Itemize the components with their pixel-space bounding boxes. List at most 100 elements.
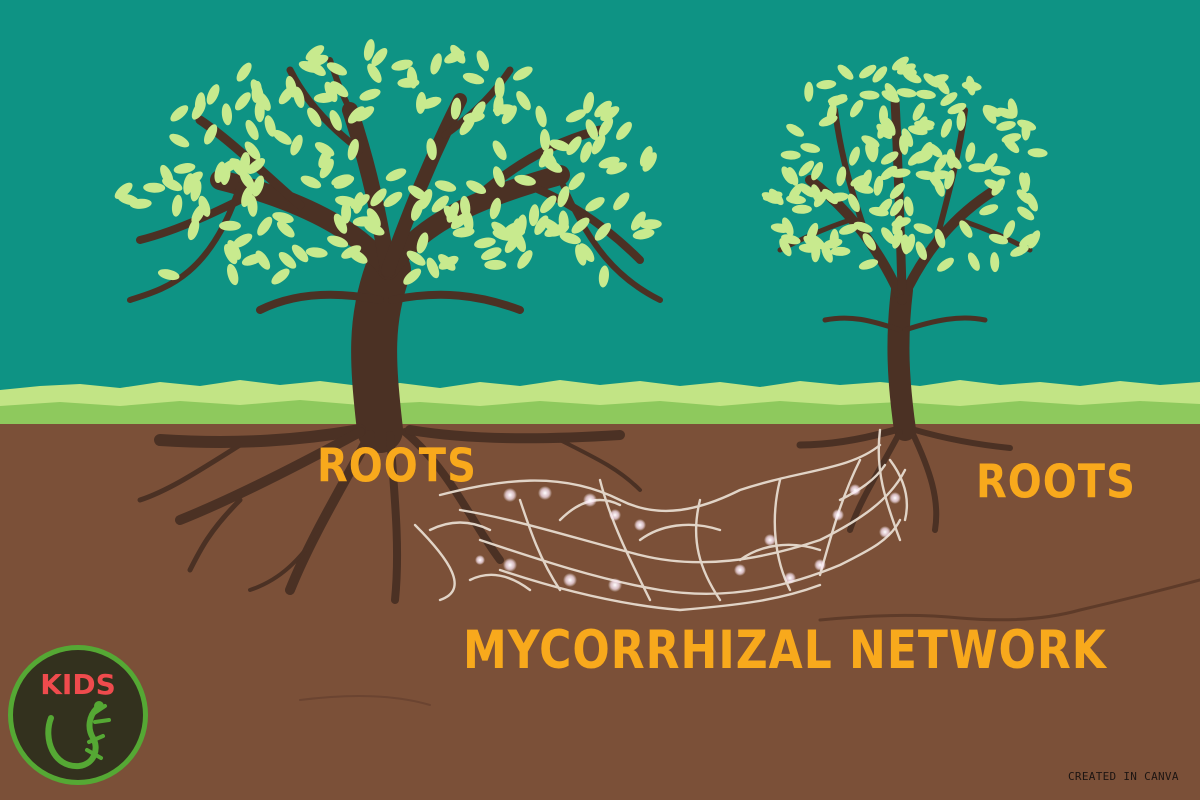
leaf bbox=[191, 99, 206, 120]
leaf bbox=[896, 63, 916, 75]
leaf bbox=[903, 196, 914, 217]
leaf bbox=[426, 138, 437, 161]
leaf bbox=[804, 81, 814, 102]
leaf bbox=[114, 182, 133, 199]
leaf bbox=[946, 153, 962, 170]
leaf bbox=[278, 251, 297, 269]
leaf bbox=[1027, 148, 1048, 158]
leaf bbox=[947, 102, 967, 115]
leaf bbox=[535, 105, 547, 128]
leaf bbox=[915, 89, 936, 100]
leaf bbox=[444, 50, 465, 64]
soil-crack-2 bbox=[299, 695, 431, 706]
leaf bbox=[892, 229, 903, 249]
leaf bbox=[347, 106, 365, 124]
leaf bbox=[837, 64, 854, 80]
leaf bbox=[899, 134, 909, 155]
leaf bbox=[466, 180, 487, 194]
leaf bbox=[583, 91, 595, 114]
leaf bbox=[348, 249, 368, 264]
leaf bbox=[367, 63, 382, 83]
big-tree-leaves bbox=[114, 39, 662, 288]
leaf bbox=[891, 56, 909, 71]
leaf bbox=[307, 107, 322, 127]
leaf bbox=[363, 39, 375, 61]
leaf bbox=[858, 259, 879, 270]
leaf bbox=[571, 217, 590, 234]
leaf bbox=[1010, 245, 1029, 257]
leaf bbox=[492, 229, 514, 241]
leaf bbox=[915, 170, 936, 180]
leaf bbox=[600, 106, 620, 122]
leaf bbox=[542, 158, 563, 173]
leaf bbox=[426, 257, 440, 279]
leaf bbox=[869, 142, 879, 163]
leaf bbox=[410, 199, 424, 221]
leaf bbox=[956, 110, 966, 131]
leaf bbox=[996, 107, 1016, 119]
leaf bbox=[484, 259, 507, 270]
leaf bbox=[639, 146, 653, 167]
leaf bbox=[516, 90, 531, 111]
leaf bbox=[540, 195, 557, 214]
leaf bbox=[811, 242, 821, 263]
leaf bbox=[291, 244, 309, 263]
mycorrhizal-network bbox=[413, 428, 909, 612]
leaf bbox=[204, 124, 218, 145]
leaf bbox=[290, 134, 303, 156]
leaf bbox=[314, 142, 335, 157]
leaf bbox=[849, 146, 860, 166]
leaf bbox=[558, 210, 569, 233]
leaf bbox=[630, 211, 646, 231]
lizard-icon bbox=[45, 701, 111, 770]
leaf bbox=[300, 175, 322, 189]
leaf bbox=[157, 269, 180, 281]
leaf bbox=[514, 174, 536, 186]
leaf bbox=[383, 191, 403, 208]
kids-badge-text: KIDS bbox=[40, 668, 116, 701]
leaf bbox=[913, 223, 933, 234]
leaf bbox=[859, 90, 880, 100]
leaf bbox=[575, 244, 587, 266]
leaf bbox=[930, 170, 951, 180]
leaf bbox=[549, 139, 571, 152]
leaf bbox=[236, 62, 252, 82]
leaf bbox=[642, 152, 657, 172]
leaf bbox=[512, 66, 533, 81]
small-tree-leaves bbox=[761, 56, 1048, 273]
leaf bbox=[407, 185, 428, 201]
leaf bbox=[770, 223, 791, 233]
leaf bbox=[245, 119, 259, 141]
leaf bbox=[438, 255, 459, 270]
soil bbox=[0, 424, 1200, 800]
leaf bbox=[306, 60, 326, 77]
network-nodes bbox=[475, 484, 901, 592]
leaf bbox=[255, 250, 271, 270]
leaf bbox=[271, 268, 290, 285]
leaf bbox=[800, 143, 821, 153]
leaf bbox=[890, 168, 911, 178]
leaf bbox=[873, 175, 884, 196]
leaf bbox=[474, 237, 496, 249]
leaf bbox=[504, 221, 526, 234]
leaf bbox=[251, 80, 262, 103]
leaf bbox=[352, 192, 364, 214]
leaf bbox=[341, 201, 352, 224]
leaf bbox=[1026, 192, 1038, 212]
leaf bbox=[1028, 230, 1041, 249]
leaf bbox=[880, 165, 898, 181]
leaf bbox=[961, 81, 982, 91]
leaf bbox=[877, 120, 890, 139]
leaf bbox=[903, 71, 922, 84]
leaf bbox=[234, 92, 251, 111]
leaf bbox=[937, 257, 954, 272]
leaf bbox=[272, 212, 294, 224]
leaf bbox=[816, 80, 837, 90]
leaf bbox=[385, 168, 407, 182]
leaf bbox=[912, 102, 925, 121]
leaf bbox=[881, 227, 896, 245]
leaf bbox=[492, 140, 507, 161]
leaf bbox=[915, 241, 927, 261]
leaf bbox=[492, 104, 515, 115]
